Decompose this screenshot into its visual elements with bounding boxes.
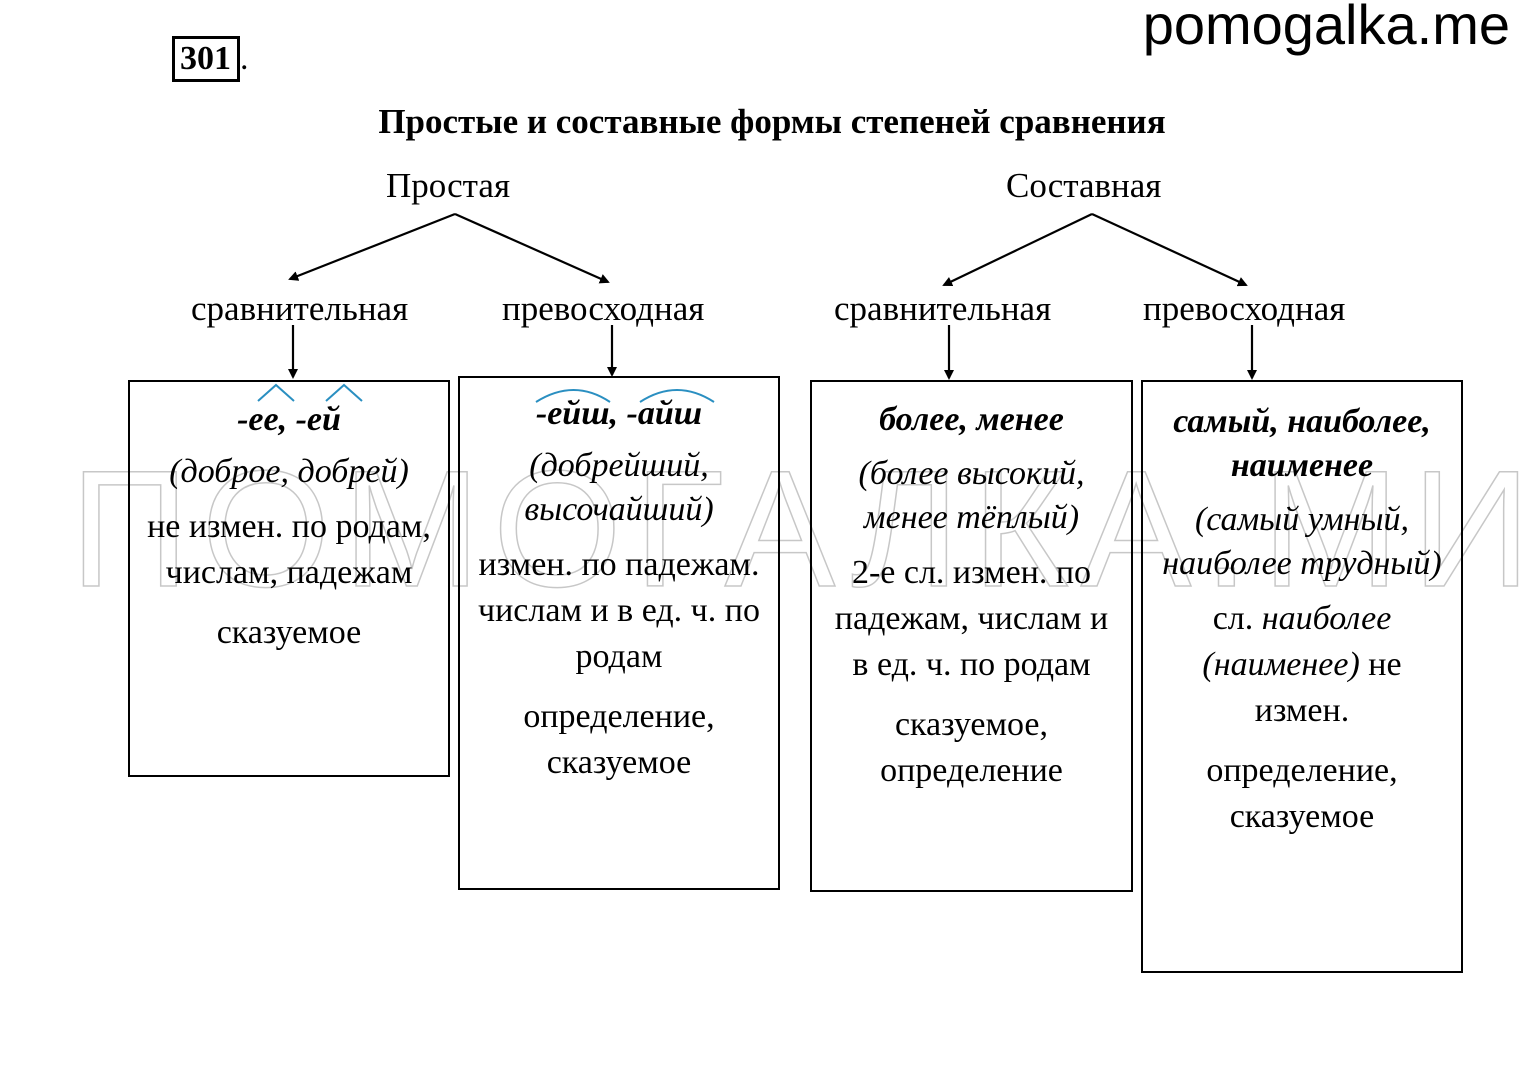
arrow-compound-to-superlative — [1091, 213, 1248, 287]
diagram-title: Простые и составные формы степеней сравн… — [378, 102, 1166, 141]
box-simple-comparative: -ее, -ей (доброе, добрей) не измен. по р… — [128, 380, 450, 777]
suffixes-simple-comparative: -ее, -ей — [237, 401, 341, 438]
arrow-compound-to-comparative — [942, 213, 1093, 287]
words-compound-comparative: более, менее — [879, 401, 1064, 438]
role-compound-superlative: определение, сказуемое — [1206, 752, 1398, 835]
role-simple-comparative: сказуемое — [216, 614, 362, 651]
change-italic-words: наиболее (наименее) — [1202, 600, 1392, 683]
change-compound-superlative: сл. наиболее (наименее) не измен. — [1159, 596, 1445, 734]
examples-compound-superlative: (самый умный, наиболее трудный) — [1162, 501, 1442, 582]
exercise-number-box: 301 — [172, 36, 240, 82]
arrow-simple-to-superlative — [454, 212, 610, 284]
suffix-arc-eish — [535, 389, 611, 403]
exercise-number-dot: . — [240, 40, 249, 77]
suffix-arc-ei — [325, 383, 363, 402]
box-compound-comparative: более, менее (более высокий, менее тёплы… — [810, 380, 1133, 892]
arrow-simple-to-comparative — [288, 212, 456, 281]
label-compound: Составная — [1006, 166, 1162, 205]
examples-compound-comparative: (более высокий, менее тёплый) — [858, 455, 1085, 536]
box-simple-superlative: -ейш, -айш (добрейший, высочайший) измен… — [458, 376, 780, 890]
suffixes-simple-superlative: -ейш, -айш — [535, 395, 703, 432]
suffix-arc-ee — [257, 383, 295, 402]
change-prefix: сл. — [1212, 600, 1254, 637]
words-compound-superlative: самый, наиболее, наименее — [1173, 403, 1431, 484]
role-compound-comparative: сказуемое, определение — [880, 706, 1063, 789]
change-suffix: не измен. — [1254, 646, 1402, 729]
suffix-arc-aish — [639, 389, 715, 403]
change-simple-superlative: измен. по падежам. числам и в ед. ч. по … — [478, 546, 760, 675]
label-simple-superlative: превосходная — [502, 289, 705, 328]
exercise-number: 301. — [172, 36, 249, 82]
label-compound-superlative: превосходная — [1143, 289, 1346, 328]
examples-simple-superlative: (добрейший, высочайший) — [524, 447, 714, 528]
change-compound-comparative: 2-е сл. измен. по падежам, числам и в ед… — [834, 554, 1109, 683]
role-simple-superlative: определение, сказуемое — [523, 698, 715, 781]
label-simple: Простая — [386, 166, 511, 205]
box-compound-superlative: самый, наиболее, наименее (самый умный, … — [1141, 380, 1463, 973]
site-name[interactable]: pomogalka.me — [1142, 0, 1510, 56]
examples-simple-comparative: (доброе, добрей) — [169, 453, 409, 490]
label-compound-comparative: сравнительная — [834, 289, 1052, 328]
label-simple-comparative: сравнительная — [191, 289, 409, 328]
change-simple-comparative: не измен. по родам, числам, падежам — [147, 508, 431, 591]
